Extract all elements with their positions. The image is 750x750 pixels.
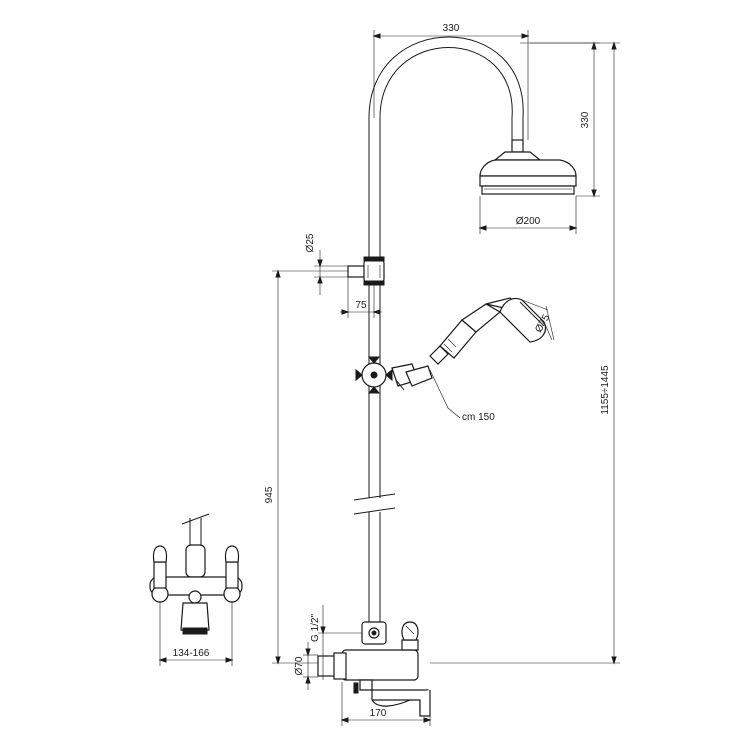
shower-head (479, 139, 577, 195)
dim-spout-length: 170 (370, 708, 387, 719)
bath-mixer-side (317, 621, 431, 717)
hand-shower (429, 297, 547, 365)
dim-inlet-diameter: Ø70 (294, 656, 305, 675)
bath-mixer-front (149, 513, 243, 635)
shower-column (353, 36, 524, 622)
dim-pipe-diameter: Ø25 (305, 233, 316, 252)
upper-wall-bracket (347, 256, 385, 286)
dimension-lines (158, 30, 620, 726)
dim-center-distance: 134-166 (173, 648, 210, 659)
dim-shower-head-diameter: Ø200 (516, 216, 541, 227)
dim-hose-length: cm 150 (462, 412, 495, 423)
dim-total-height: 1155÷1445 (600, 365, 611, 415)
dim-inlet-thread: G 1/2" (310, 614, 321, 642)
dim-mixer-height: 945 (264, 486, 275, 503)
dim-arm-height: 330 (580, 111, 591, 128)
hand-shower-holder (355, 356, 433, 394)
dim-arm-width: 330 (443, 23, 460, 34)
dim-wall-offset: 75 (355, 300, 367, 311)
